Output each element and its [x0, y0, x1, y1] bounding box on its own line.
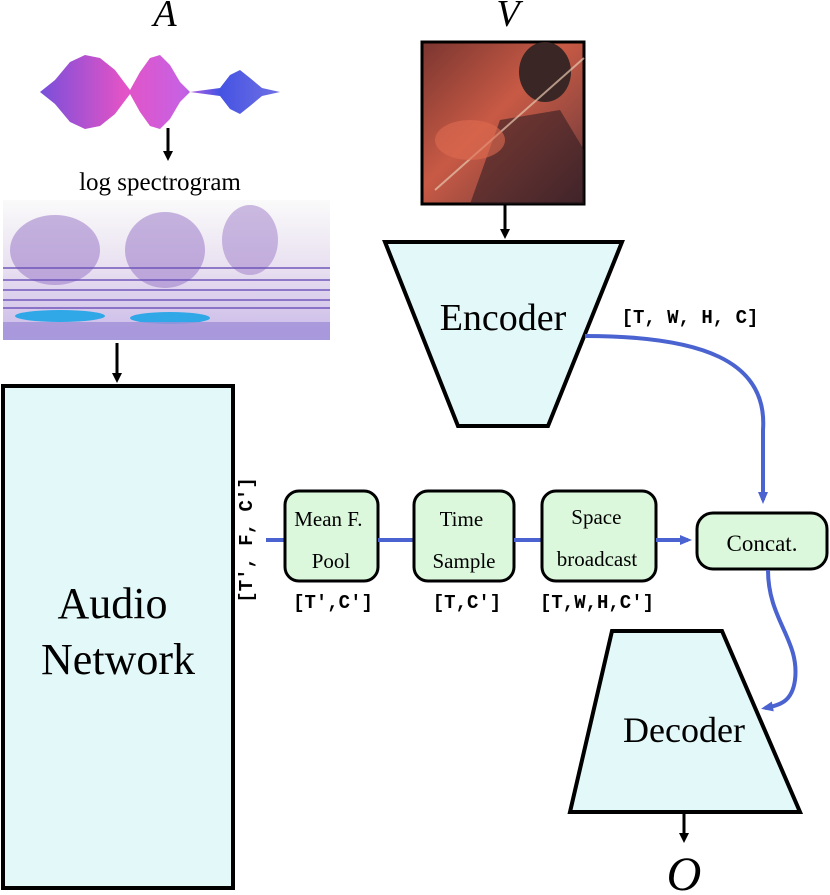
time-sample-label-line1: Time — [440, 507, 484, 531]
audio-input-symbol: A — [150, 0, 177, 35]
time-sample-label: Time Sample — [433, 507, 496, 573]
mean-pool-label-line2: Pool — [312, 549, 351, 573]
encoder-label: Encoder — [440, 297, 567, 339]
encoder-output-shape: [T, W, H, C] — [622, 307, 759, 329]
video-input-symbol: V — [496, 0, 523, 35]
concat-to-decoder-connector — [761, 569, 798, 712]
audio-network-label-line2: Network — [41, 635, 195, 684]
concat-block — [695, 511, 829, 571]
time-sample-block — [412, 489, 516, 583]
time-sample-label-line2: Sample — [433, 549, 496, 573]
decoder-label: Decoder — [623, 710, 745, 750]
audio-network-output-shape: [T', F, C'] — [236, 477, 258, 602]
spectrogram-label: log spectrogram — [79, 169, 241, 196]
time-sample-output-shape: [T,C'] — [433, 592, 501, 614]
space-broadcast-label: Space broadcast — [557, 505, 638, 571]
mean-pool-label: Mean F. Pool — [294, 507, 368, 573]
space-broadcast-label-line1: Space — [571, 505, 621, 529]
mean-pool-block — [283, 489, 380, 583]
space-broadcast-output-shape: [T,W,H,C'] — [540, 592, 654, 614]
video-frame — [420, 40, 586, 206]
output-symbol: O — [667, 848, 702, 895]
audio-waveform — [25, 55, 305, 129]
space-broadcast-label-line2: broadcast — [557, 547, 638, 571]
audio-network-label-line1: Audio — [58, 579, 168, 628]
encoder-block — [382, 240, 625, 428]
decoder-block — [567, 629, 804, 814]
audio-network-label: Audio Network — [41, 579, 195, 684]
encoder-to-concat-connector — [584, 334, 768, 504]
mean-pool-output-shape: [T',C'] — [293, 592, 373, 614]
concat-label: Concat. — [727, 531, 798, 556]
space-broadcast-block — [540, 489, 658, 583]
audio-network-block — [1, 384, 235, 890]
log-spectrogram — [3, 200, 330, 340]
mean-pool-label-line1: Mean F. — [294, 507, 362, 531]
